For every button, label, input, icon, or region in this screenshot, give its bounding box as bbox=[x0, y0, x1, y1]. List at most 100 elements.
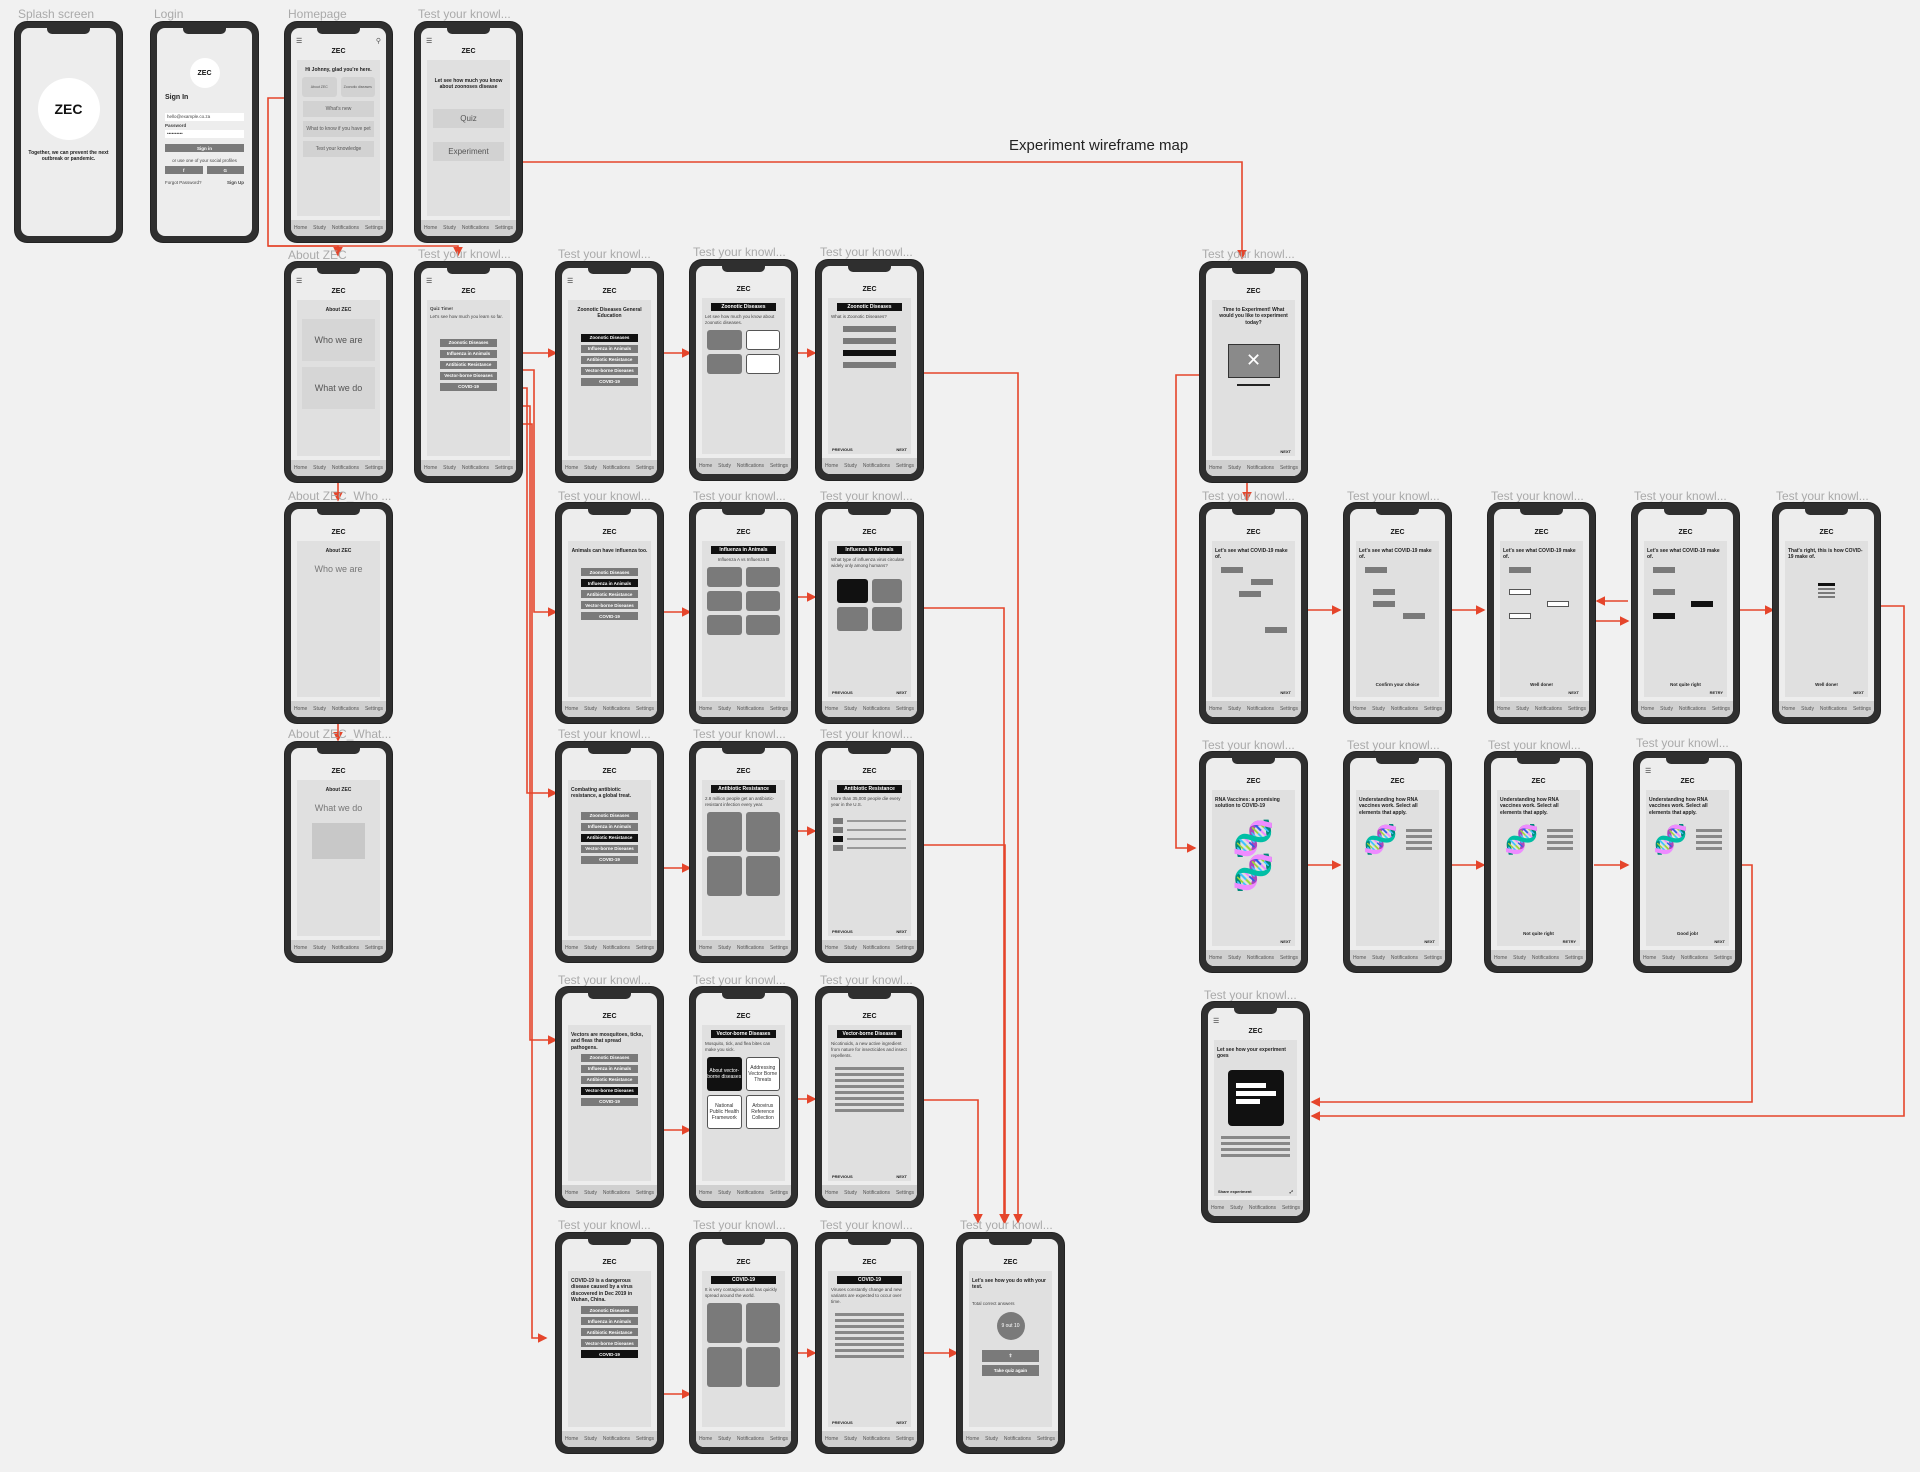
tab-settings[interactable]: Settings bbox=[769, 1190, 789, 1196]
share-icon[interactable]: ⤢ bbox=[1289, 1189, 1293, 1194]
tab-settings[interactable]: Settings bbox=[1279, 955, 1299, 961]
tab-settings[interactable]: Settings bbox=[364, 465, 384, 471]
menu-icon[interactable]: ☰ bbox=[296, 38, 303, 45]
drop-slot[interactable] bbox=[1547, 600, 1569, 607]
tab-notifications[interactable]: Notifications bbox=[862, 1436, 891, 1442]
info-tile[interactable] bbox=[745, 811, 780, 852]
element-options[interactable] bbox=[1692, 826, 1726, 853]
topic-antibiotic-button[interactable]: Antibiotic Resistance bbox=[581, 355, 638, 364]
tab-home[interactable]: Home bbox=[293, 706, 308, 712]
tab-study[interactable]: Study bbox=[718, 706, 731, 712]
tab-settings[interactable]: Settings bbox=[1279, 465, 1299, 471]
tab-study[interactable]: Study bbox=[718, 463, 731, 469]
answer-option-selected[interactable] bbox=[843, 349, 896, 356]
previous-button[interactable]: PREVIOUS bbox=[832, 929, 853, 934]
tab-study[interactable]: Study bbox=[443, 465, 456, 471]
menu-icon[interactable]: ☰ bbox=[1645, 768, 1652, 775]
topic-zoonotic-button[interactable]: Zoonotic Diseases bbox=[581, 1306, 638, 1314]
password-field[interactable]: •••••••••• bbox=[165, 130, 244, 139]
menu-icon[interactable]: ☰ bbox=[426, 278, 433, 285]
tab-notifications[interactable]: Notifications bbox=[862, 945, 891, 951]
topic-covid-button[interactable]: COVID-19 bbox=[581, 1350, 638, 1358]
tab-notifications[interactable]: Notifications bbox=[862, 706, 891, 712]
info-tile[interactable]: Arbovirus Reference Collection bbox=[745, 1094, 780, 1129]
tab-home[interactable]: Home bbox=[293, 945, 308, 951]
topic-zoonotic-button[interactable]: Zoonotic Diseases bbox=[581, 568, 638, 577]
tab-home[interactable]: Home bbox=[824, 463, 839, 469]
tab-home[interactable]: Home bbox=[564, 1436, 579, 1442]
info-tile[interactable] bbox=[745, 614, 780, 635]
tab-notifications[interactable]: Notifications bbox=[331, 465, 360, 471]
tab-settings[interactable]: Settings bbox=[895, 706, 915, 712]
tab-study[interactable]: Study bbox=[584, 465, 597, 471]
forgot-password-link[interactable]: Forgot Password? bbox=[165, 180, 202, 186]
tab-home[interactable]: Home bbox=[1493, 955, 1508, 961]
topic-zoonotic-button[interactable]: Zoonotic Diseases bbox=[581, 1053, 638, 1062]
tab-study[interactable]: Study bbox=[985, 1436, 998, 1442]
tab-study[interactable]: Study bbox=[313, 225, 326, 231]
tab-settings[interactable]: Settings bbox=[1564, 955, 1584, 961]
answer-tile[interactable] bbox=[871, 606, 902, 631]
tab-settings[interactable]: Settings bbox=[364, 225, 384, 231]
topic-influenza-button[interactable]: Influenza in Animals bbox=[581, 579, 638, 588]
tab-study[interactable]: Study bbox=[1662, 955, 1675, 961]
tab-settings[interactable]: Settings bbox=[1711, 706, 1731, 712]
tab-home[interactable]: Home bbox=[1640, 706, 1655, 712]
tab-settings[interactable]: Settings bbox=[635, 945, 655, 951]
tab-notifications[interactable]: Notifications bbox=[1680, 955, 1709, 961]
tab-home[interactable]: Home bbox=[1208, 955, 1223, 961]
tab-study[interactable]: Study bbox=[313, 706, 326, 712]
next-button[interactable]: NEXT bbox=[896, 447, 907, 452]
confirm-choice-label[interactable]: Confirm your choice bbox=[1375, 682, 1420, 687]
info-tile[interactable] bbox=[745, 590, 780, 611]
next-button[interactable]: NEXT bbox=[896, 929, 907, 934]
tab-settings[interactable]: Settings bbox=[1852, 706, 1872, 712]
answer-option[interactable] bbox=[843, 325, 896, 332]
tab-study[interactable]: Study bbox=[844, 945, 857, 951]
tab-home[interactable]: Home bbox=[1496, 706, 1511, 712]
tab-home[interactable]: Home bbox=[1352, 706, 1367, 712]
next-button[interactable]: NEXT bbox=[896, 1420, 907, 1425]
tab-settings[interactable]: Settings bbox=[1423, 955, 1443, 961]
tab-settings[interactable]: Settings bbox=[769, 463, 789, 469]
info-tile[interactable] bbox=[745, 1346, 780, 1387]
tab-notifications[interactable]: Notifications bbox=[1246, 955, 1275, 961]
info-tile[interactable] bbox=[745, 855, 780, 896]
answer-tile[interactable] bbox=[871, 578, 902, 603]
sign-up-link[interactable]: Sign Up bbox=[227, 180, 244, 186]
tab-study[interactable]: Study bbox=[718, 1190, 731, 1196]
tab-study[interactable]: Study bbox=[1660, 706, 1673, 712]
tab-home[interactable]: Home bbox=[824, 1190, 839, 1196]
tab-home[interactable]: Home bbox=[293, 465, 308, 471]
topic-covid-button[interactable]: COVID-19 bbox=[581, 855, 638, 864]
info-tile[interactable]: Addressing Vector Borne Threats bbox=[745, 1056, 780, 1091]
answer-option[interactable] bbox=[843, 361, 896, 368]
topic-antibiotic-button[interactable]: Antibiotic Resistance bbox=[581, 1075, 638, 1084]
answer-lines[interactable] bbox=[831, 1312, 908, 1358]
tab-notifications[interactable]: Notifications bbox=[1003, 1436, 1032, 1442]
tab-notifications[interactable]: Notifications bbox=[331, 945, 360, 951]
tab-home[interactable]: Home bbox=[698, 706, 713, 712]
tab-notifications[interactable]: Notifications bbox=[1390, 955, 1419, 961]
drag-element[interactable] bbox=[1365, 566, 1387, 573]
info-tile[interactable] bbox=[745, 329, 780, 350]
topic-vector-button[interactable]: Vector-borne Diseases bbox=[440, 371, 497, 380]
email-field[interactable]: hello@example.co.za bbox=[165, 112, 244, 121]
answer-row[interactable] bbox=[833, 826, 906, 833]
element-options[interactable] bbox=[1402, 826, 1436, 853]
tab-study[interactable]: Study bbox=[1372, 955, 1385, 961]
tab-home[interactable]: Home bbox=[1208, 465, 1223, 471]
menu-icon[interactable]: ☰ bbox=[296, 278, 303, 285]
next-button[interactable]: NEXT bbox=[1280, 449, 1291, 454]
topic-influenza-button[interactable]: Influenza in Animals bbox=[581, 822, 638, 831]
tab-settings[interactable]: Settings bbox=[1036, 1436, 1056, 1442]
info-tile[interactable] bbox=[707, 614, 742, 635]
tab-study[interactable]: Study bbox=[313, 945, 326, 951]
drag-element[interactable] bbox=[1221, 566, 1243, 573]
tab-study[interactable]: Study bbox=[1228, 465, 1241, 471]
tab-home[interactable]: Home bbox=[824, 706, 839, 712]
drag-element[interactable] bbox=[1373, 600, 1395, 607]
tab-home[interactable]: Home bbox=[824, 1436, 839, 1442]
tab-notifications[interactable]: Notifications bbox=[1246, 465, 1275, 471]
tab-home[interactable]: Home bbox=[1352, 955, 1367, 961]
